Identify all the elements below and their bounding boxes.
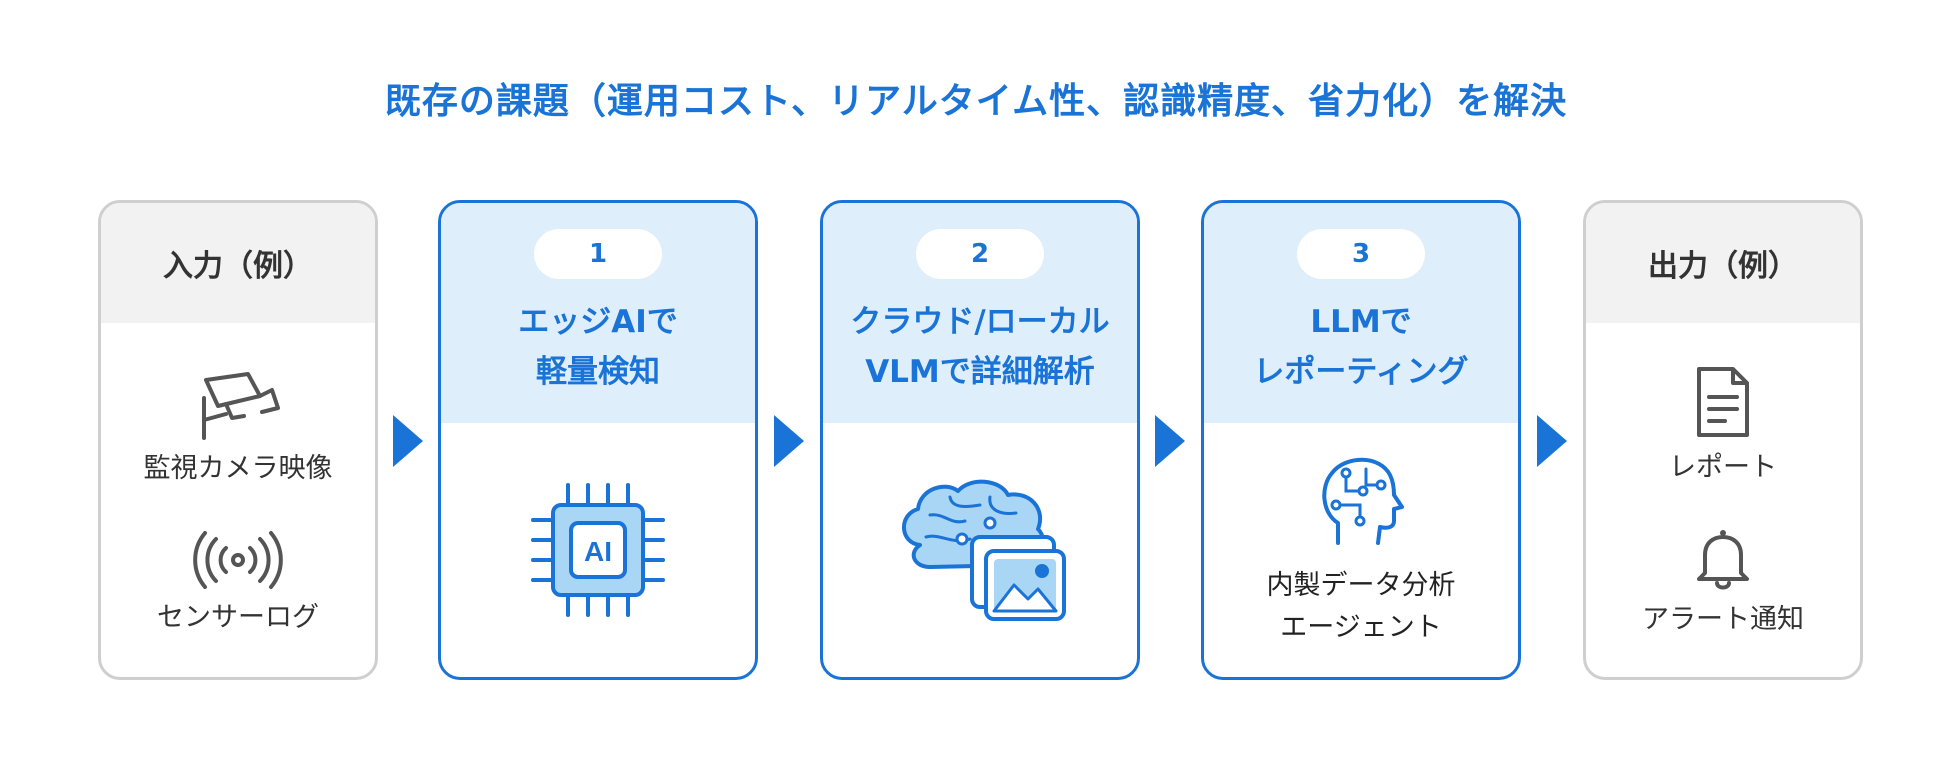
step-1-title-line2: 軽量検知 xyxy=(536,354,660,390)
flow-arrow-icon xyxy=(1537,415,1567,467)
ai-chip-icon: AI xyxy=(531,483,665,617)
step-1-title: エッジAIで 軽量検知 xyxy=(518,297,678,397)
step-1-badge: 1 xyxy=(534,229,662,279)
input-item-camera-label: 監視カメラ映像 xyxy=(143,453,333,484)
step-3-badge: 3 xyxy=(1297,229,1425,279)
bell-icon xyxy=(1697,528,1749,589)
input-item-camera: 監視カメラ映像 xyxy=(144,366,333,485)
ai-head-icon xyxy=(1322,457,1404,545)
step-3-title-line1: LLMで xyxy=(1310,304,1412,340)
step-1-card: 1 エッジAIで 軽量検知 AI xyxy=(438,200,758,680)
step-3-description: 内製データ分析 エージェント xyxy=(1267,565,1456,649)
output-item-alert-label: アラート通知 xyxy=(1642,603,1804,635)
input-item-sensor-label: センサーログ xyxy=(157,602,319,633)
step-3-card: 3 LLMで レポーティング 内製データ分析 エージェント xyxy=(1201,200,1521,680)
step-2-title-line1: クラウド/ローカル xyxy=(850,304,1110,340)
input-card-body: 監視カメラ映像 センサーログ xyxy=(101,323,375,677)
input-card-header: 入力（例） xyxy=(101,203,375,323)
step-1-header: 1 エッジAIで 軽量検知 xyxy=(441,203,755,423)
ai-chip-label: AI xyxy=(584,536,612,567)
step-2-card: 2 クラウド/ローカル VLMで詳細解析 xyxy=(820,200,1140,680)
cctv-camera-icon xyxy=(202,372,280,440)
flow-arrow-icon xyxy=(393,415,423,467)
input-card-title: 入力（例） xyxy=(163,249,313,284)
step-3-body: 内製データ分析 エージェント xyxy=(1204,423,1518,677)
output-card-title: 出力（例） xyxy=(1648,249,1798,284)
step-1-body: AI xyxy=(441,423,755,677)
step-3-title-line2: レポーティング xyxy=(1253,354,1469,390)
flow-arrow-icon xyxy=(1155,415,1185,467)
step-2-title-line2: VLMで詳細解析 xyxy=(865,354,1095,390)
flow-arrow-icon xyxy=(774,415,804,467)
brain-image-icon xyxy=(902,479,1066,621)
output-item-report-label: レポート xyxy=(1669,451,1777,483)
step-2-header: 2 クラウド/ローカル VLMで詳細解析 xyxy=(823,203,1137,423)
step-2-body xyxy=(823,423,1137,677)
step-3-desc-line1: 内製データ分析 xyxy=(1266,570,1456,601)
input-card: 入力（例） 監視カメラ映像 xyxy=(98,200,378,680)
step-2-badge: 2 xyxy=(916,229,1044,279)
output-card: 出力（例） レポート アラート通知 xyxy=(1583,200,1863,680)
step-1-title-line1: エッジAIで xyxy=(518,304,678,340)
input-item-sensor: センサーログ xyxy=(157,531,319,634)
step-3-desc-line2: エージェント xyxy=(1280,612,1442,643)
output-card-body: レポート アラート通知 xyxy=(1586,323,1860,677)
step-2-title: クラウド/ローカル VLMで詳細解析 xyxy=(850,297,1109,397)
sensor-signal-icon xyxy=(193,531,283,589)
step-3-title: LLMで レポーティング xyxy=(1253,297,1468,397)
output-card-header: 出力（例） xyxy=(1586,203,1860,323)
output-item-alert: アラート通知 xyxy=(1642,527,1804,636)
diagram-title: 既存の課題（運用コスト、リアルタイム性、認識精度、省力化）を解決 xyxy=(384,81,1568,122)
output-item-report: レポート xyxy=(1669,365,1777,484)
document-icon xyxy=(1697,366,1749,437)
step-3-header: 3 LLMで レポーティング xyxy=(1204,203,1518,423)
